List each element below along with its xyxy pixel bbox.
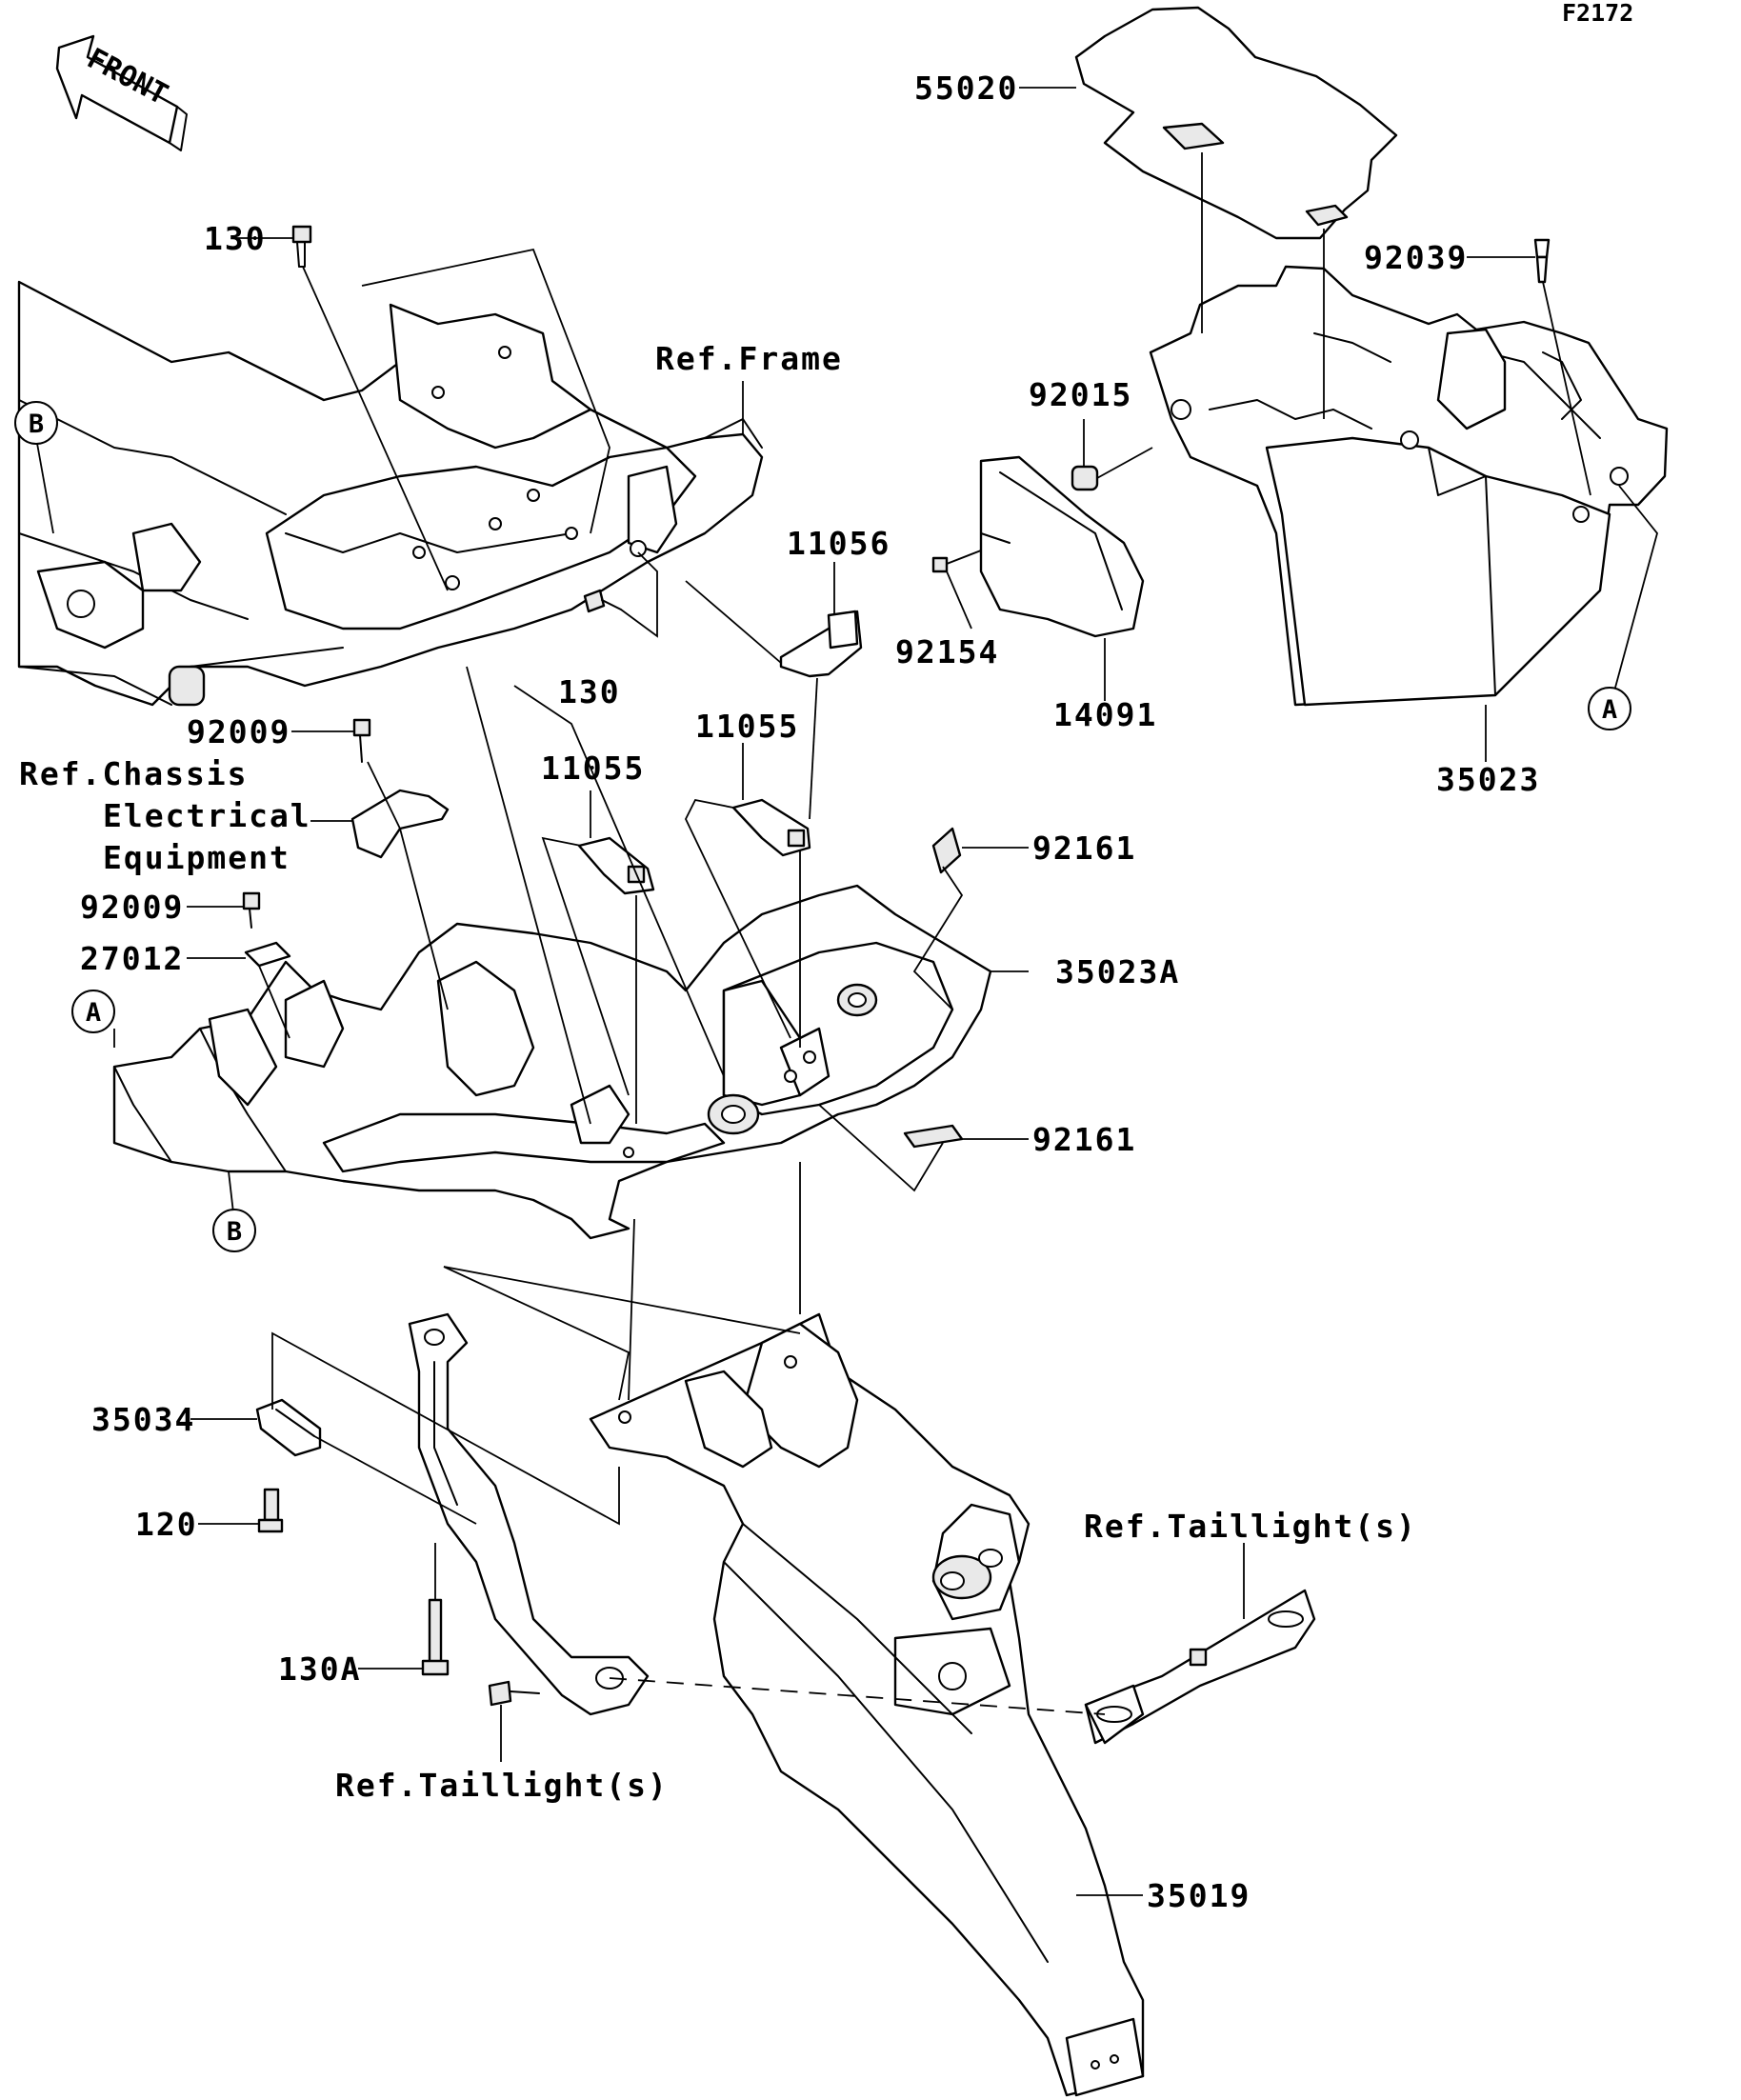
svg-text:A: A [1602,695,1617,725]
ref-chassis-label-line1: Ref.Chassis [19,755,249,792]
svg-text:A: A [86,998,101,1028]
callout-35019: 35019 [1147,1877,1251,1914]
callout-92161-lower: 92161 [1032,1121,1136,1158]
marker-b-bottom: B [212,1209,256,1252]
part-35034-bracket [255,1398,322,1457]
marker-b-top: B [14,401,58,445]
ref-taillight-right-label: Ref.Taillight(s) [1084,1508,1417,1545]
marker-a-top: A [1588,687,1631,730]
svg-text:B: B [29,410,44,439]
marker-a-left: A [71,990,115,1033]
part-55020-cover [1074,6,1398,240]
part-130-bolt-top [291,225,312,268]
callout-92154: 92154 [895,633,999,670]
part-92039-clip [1533,238,1551,284]
part-35019-rear-fender [589,1312,1145,2097]
callout-120: 120 [135,1506,198,1543]
part-130A-bolt [421,1598,450,1676]
svg-text:B: B [227,1217,242,1247]
part-14091-cover [979,455,1145,638]
callout-11056: 11056 [787,525,891,562]
ref-taillight-bottom-label: Ref.Taillight(s) [335,1767,669,1804]
part-92009-screw-lower [242,891,261,929]
callout-11055-right: 11055 [695,708,799,745]
callout-55020: 55020 [914,70,1018,107]
callout-92009-upper: 92009 [187,713,290,750]
callout-92161-upper: 92161 [1032,830,1136,867]
part-92161-reflector-lower [903,1124,964,1149]
part-92161-reflector-upper [931,827,962,874]
part-92009-screw-upper [352,718,371,763]
part-92154-screw [931,550,982,573]
callout-14091: 14091 [1053,696,1157,733]
callout-130-mid: 130 [558,673,621,710]
callout-92039: 92039 [1364,239,1468,276]
callout-35023A: 35023A [1055,953,1180,990]
ref-chassis-label-line3: Equipment [103,839,290,876]
callout-130-top: 130 [204,220,267,257]
part-130-bolt-mid [583,589,622,613]
part-35023-battery-case [1149,265,1669,707]
chassis-bracket [350,789,450,859]
callout-35023: 35023 [1436,761,1540,798]
callout-92015: 92015 [1029,376,1132,413]
ref-chassis-label-line2: Electrical [103,797,311,834]
part-11056-bracket [779,610,863,678]
part-27012-clip [244,941,291,968]
ref-frame-label: Ref.Frame [655,340,843,377]
leader-lines [35,87,1658,1896]
callout-11055-left: 11055 [541,750,645,787]
part-35023A-rear-fender [112,884,992,1240]
taillight-bracket [1084,1589,1316,1745]
part-92015-collar [1071,465,1099,491]
diagram-id: F2172 [1562,0,1633,27]
tail-stay-rail [408,1312,650,1716]
frame-reference-drawing [17,280,764,707]
callout-130A: 130A [278,1650,361,1688]
part-120-bolt [257,1488,284,1533]
taillight-screw [488,1680,540,1707]
part-11055-nut-left [577,836,655,895]
callout-35034: 35034 [91,1401,195,1438]
callout-27012: 27012 [80,940,184,977]
part-11055-nut-right [731,798,811,857]
front-arrow-icon: FRONT [55,34,188,151]
callout-92009-lower: 92009 [80,889,184,926]
